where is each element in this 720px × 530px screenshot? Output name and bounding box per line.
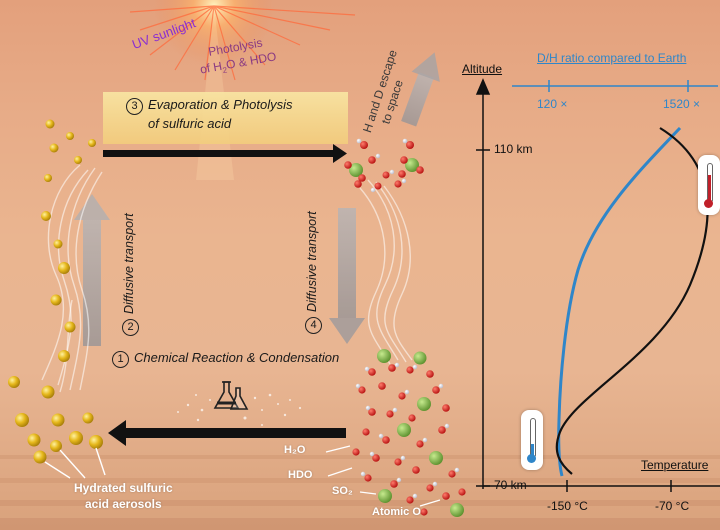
down-diffusive-arrow [329, 208, 365, 344]
step4-label: 4Diffusive transport [305, 211, 322, 334]
altitude-axis-label: Altitude [462, 62, 503, 76]
dh-axis-title: D/H ratio compared to Earth [537, 51, 687, 65]
evaporation-band [103, 92, 348, 144]
aerosol-pointers [44, 447, 106, 479]
aerosol-droplets [8, 119, 103, 464]
molecules-bottom [325, 349, 466, 517]
dh-tick-1520: 1520 × [663, 97, 701, 111]
step1-number: 1 [112, 351, 129, 368]
step4-number: 4 [305, 317, 322, 334]
altitude-tick-70: 70 km [494, 478, 527, 492]
temp-tick-minus70: -70 °C [655, 499, 690, 513]
step3-number: 3 [126, 98, 143, 115]
left-streamlines [41, 164, 103, 393]
molecules-top [344, 138, 424, 193]
bottom-arrow [108, 420, 346, 446]
step2-label: 2Diffusive transport [122, 213, 139, 336]
reaction-particles [177, 393, 302, 426]
dh-axis [512, 80, 718, 92]
temperature-axis [483, 480, 720, 492]
altitude-tick-110: 110 km [494, 142, 533, 156]
sun-icon [154, 0, 274, 66]
thermometer-hot-icon [698, 155, 720, 215]
atomic-o-label: Atomic O [372, 506, 421, 518]
temperature-axis-label: Temperature [641, 458, 709, 472]
step2-number: 2 [122, 319, 139, 336]
up-diffusive-arrow [74, 194, 110, 346]
thermometer-cold-icon [521, 410, 543, 470]
dh-ratio-curve [557, 126, 682, 477]
right-streamlines [359, 179, 413, 365]
aerosol-label: Hydrated sulfuric acid aerosols [74, 481, 173, 511]
hdo-label: HDO [288, 469, 313, 481]
escape-arrow [401, 52, 440, 127]
temp-tick-minus150: -150 °C [547, 499, 588, 513]
flask-icon [213, 381, 249, 410]
so2-label: SO₂ [332, 485, 353, 497]
dh-tick-120: 120 × [537, 97, 568, 111]
top-arrow [103, 144, 347, 163]
horizon-bands [0, 455, 720, 530]
h2o-label: H₂O [284, 444, 306, 456]
altitude-axis [475, 78, 491, 489]
